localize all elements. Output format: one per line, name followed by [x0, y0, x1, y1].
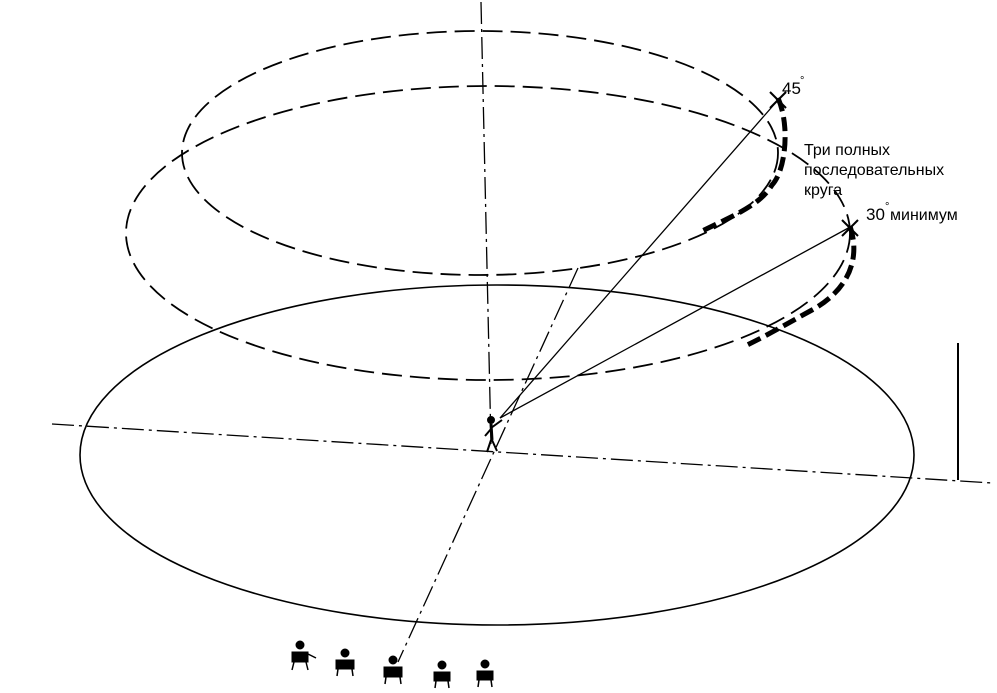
angle-45-degree-sign: ° [800, 75, 804, 87]
angle-30-minimum-label: минимум [890, 207, 958, 224]
judge-figure-5 [476, 659, 494, 688]
judge-figure-3 [383, 655, 403, 685]
line-30 [499, 225, 853, 419]
cross-mark-45 [769, 91, 787, 109]
upper-circle-45 [181, 30, 779, 276]
horizontal-axis [51, 423, 993, 484]
line-45 [499, 99, 779, 419]
spiral-path-lower [743, 225, 857, 349]
judge-figure-4 [433, 660, 451, 689]
ground-circle [79, 284, 915, 626]
circles-caption-line-3: круга [804, 182, 842, 199]
judges-group [291, 640, 494, 689]
angle-30-degree-sign: ° [885, 201, 889, 213]
spiral-path-upper [698, 96, 788, 235]
circles-caption-line-1: Три полных [804, 142, 890, 159]
vertical-axis [480, 1, 492, 445]
angle-30-label: 30 [866, 205, 885, 224]
judges-sight-line [397, 267, 579, 663]
cross-mark-30 [841, 219, 859, 237]
angle-45-label: 45 [782, 79, 801, 98]
judge-figure-1 [291, 640, 317, 671]
circles-caption-line-2: последовательных [804, 162, 944, 179]
judge-figure-2 [335, 648, 355, 677]
pilot-figure [484, 416, 503, 453]
